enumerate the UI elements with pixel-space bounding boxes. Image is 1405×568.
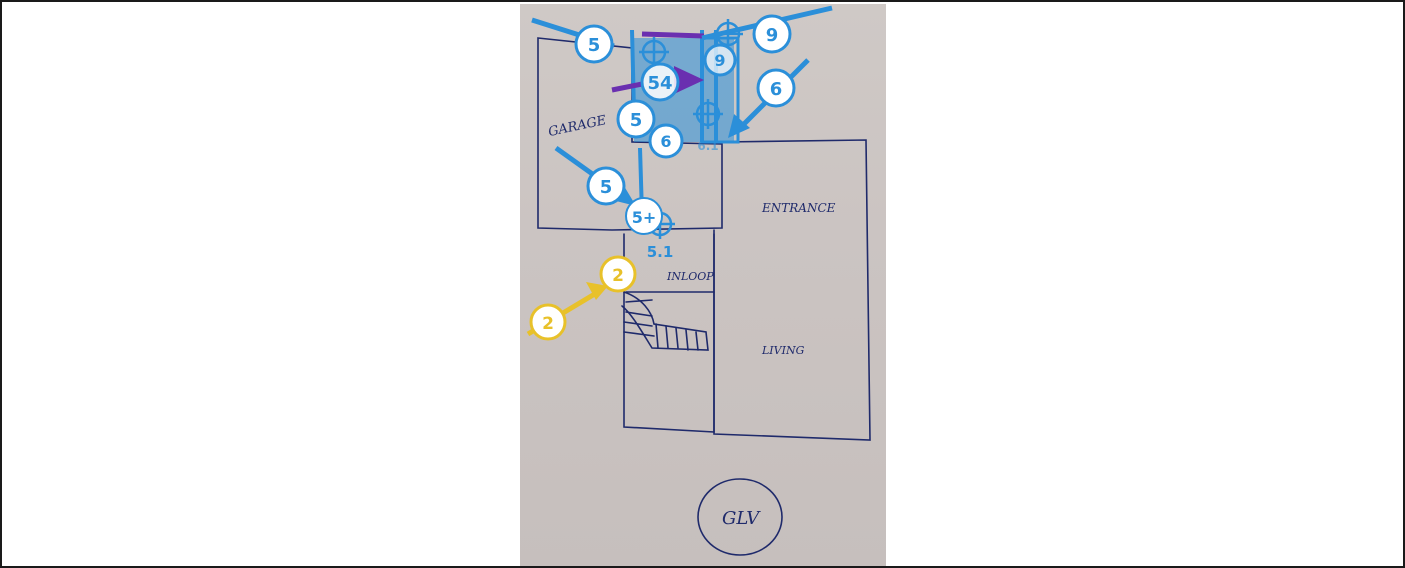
badge-9b[interactable]: 9 (752, 14, 792, 54)
badge-9a-label: 9 (714, 51, 725, 70)
badge-2b-label: 2 (542, 314, 554, 334)
badge-6b[interactable]: 6 (648, 123, 684, 159)
arrow-2-head (586, 282, 608, 300)
label-garage: GARAGE (547, 113, 608, 140)
badge-6a-label: 6 (770, 79, 783, 100)
crosshair-icon[interactable] (713, 19, 743, 49)
living-wall (713, 139, 871, 441)
badge-5plus[interactable]: 5+ (625, 197, 663, 235)
badge-54-label: 54 (647, 73, 672, 94)
arrow-6-head (728, 114, 750, 138)
hall-wall (623, 233, 715, 433)
label-6-1: 6.1 (697, 139, 718, 153)
purple-arrow[interactable] (674, 66, 704, 94)
purple-line-left[interactable] (611, 81, 643, 93)
badge-2b[interactable]: 2 (529, 303, 567, 341)
badge-5c-label: 5 (600, 177, 613, 198)
glv-circle (697, 478, 783, 556)
badge-5c[interactable]: 5 (586, 166, 626, 206)
label-5-1: 5.1 (647, 243, 674, 261)
crosshair-icon[interactable] (693, 99, 723, 129)
badge-2a-label: 2 (612, 266, 624, 286)
badge-9a[interactable]: 9 (703, 43, 737, 77)
stair-treads (623, 299, 699, 351)
crosshair-icon[interactable] (639, 37, 669, 67)
badge-6b-label: 6 (660, 132, 671, 151)
line-5a[interactable] (630, 29, 636, 113)
badge-54[interactable]: 54 (640, 62, 680, 102)
label-living: LIVING (761, 344, 805, 357)
badge-2a[interactable]: 2 (599, 255, 637, 293)
label-glv: GLV (722, 508, 761, 529)
badge-5plus-label: 5+ (632, 208, 657, 227)
badge-9b-label: 9 (766, 25, 779, 46)
badge-5a-label: 5 (588, 35, 601, 56)
label-entrance: ENTRANCE (761, 201, 836, 215)
badge-5b-label: 5 (630, 110, 643, 131)
purple-line-top[interactable] (641, 31, 705, 39)
label-inloop: INLOOP (666, 270, 714, 283)
badge-6a[interactable]: 6 (756, 68, 796, 108)
badge-5b[interactable]: 5 (616, 99, 656, 139)
badge-5a[interactable]: 5 (574, 24, 614, 64)
